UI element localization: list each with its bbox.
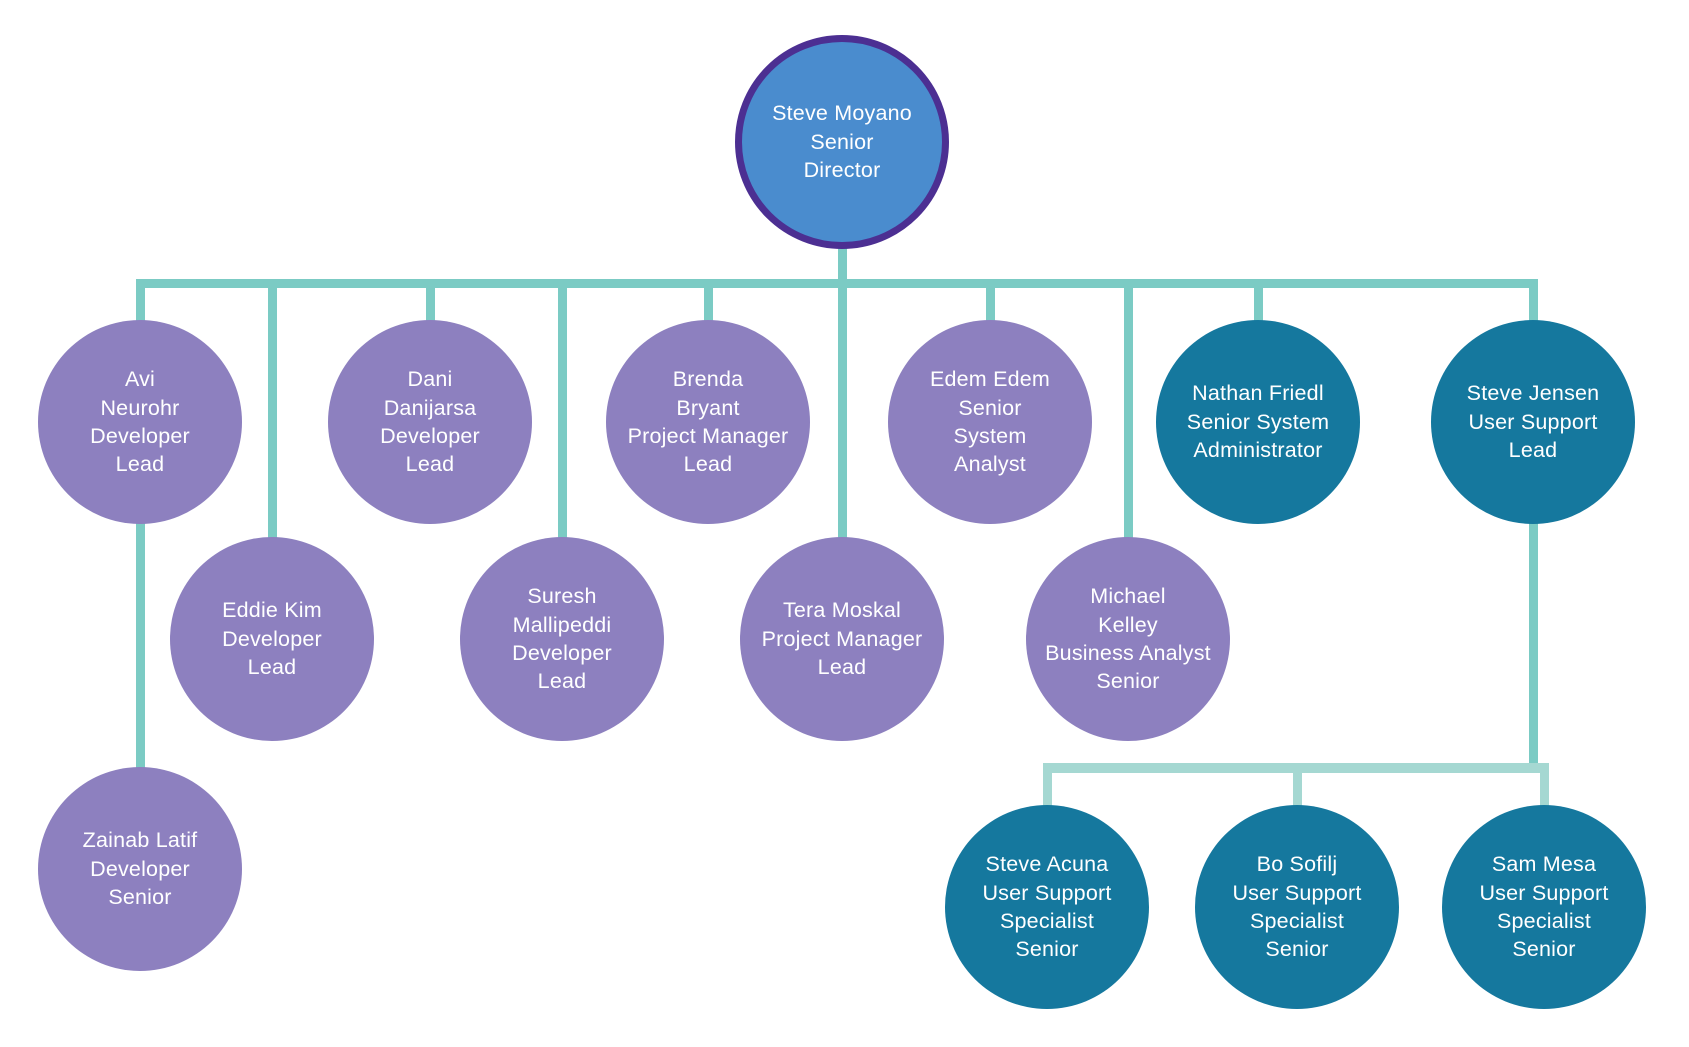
node-label-michael-kelley: Michael Kelley Business Analyst Senior <box>1045 584 1211 694</box>
org-node-sam-mesa[interactable]: Sam Mesa User Support Specialist Senior <box>1442 805 1646 1009</box>
node-label-eddie-kim: Eddie Kim Developer Lead <box>222 598 322 680</box>
connector-moyano-to-tera <box>838 230 847 550</box>
connector-drop-acuna <box>1043 763 1052 815</box>
org-node-steve-acuna[interactable]: Steve Acuna User Support Specialist Seni… <box>945 805 1149 1009</box>
connector-drop-suresh <box>558 279 567 549</box>
org-node-steve-moyano[interactable]: Steve Moyano Senior Director <box>735 35 949 249</box>
org-node-nathan-friedl[interactable]: Nathan Friedl Senior System Administrato… <box>1156 320 1360 524</box>
node-label-dani-danijarsa: Dani Danijarsa Developer Lead <box>380 367 480 477</box>
node-label-bo-sofilj: Bo Sofilj User Support Specialist Senior <box>1232 852 1362 962</box>
connector-director-bus <box>136 279 1538 288</box>
org-node-bo-sofilj[interactable]: Bo Sofilj User Support Specialist Senior <box>1195 805 1399 1009</box>
org-node-edem-edem[interactable]: Edem Edem Senior System Analyst <box>888 320 1092 524</box>
connector-drop-michael <box>1124 279 1133 549</box>
node-label-nathan-friedl: Nathan Friedl Senior System Administrato… <box>1186 381 1330 463</box>
org-node-suresh-mallipeddi[interactable]: Suresh Mallipeddi Developer Lead <box>460 537 664 741</box>
connector-drop-nathan <box>1254 279 1263 334</box>
connector-avi-to-zainab <box>136 420 145 775</box>
org-node-michael-kelley[interactable]: Michael Kelley Business Analyst Senior <box>1026 537 1230 741</box>
connector-drop-bo <box>1293 763 1302 815</box>
node-label-edem-edem: Edem Edem Senior System Analyst <box>929 367 1051 477</box>
org-node-tera-moskal[interactable]: Tera Moskal Project Manager Lead <box>740 537 944 741</box>
node-label-steve-moyano: Steve Moyano Senior Director <box>772 101 912 183</box>
node-label-steve-acuna: Steve Acuna User Support Specialist Seni… <box>982 852 1112 962</box>
connector-drop-dani <box>426 279 435 334</box>
connector-drop-avi <box>136 279 145 334</box>
node-label-tera-moskal: Tera Moskal Project Manager Lead <box>761 598 923 680</box>
org-node-zainab-latif[interactable]: Zainab Latif Developer Senior <box>38 767 242 971</box>
connector-drop-jensen <box>1529 279 1538 334</box>
node-label-avi-neurohr: Avi Neurohr Developer Lead <box>90 367 190 477</box>
connector-drop-sam <box>1540 763 1549 815</box>
node-label-suresh-mallipeddi: Suresh Mallipeddi Developer Lead <box>512 584 612 694</box>
node-label-steve-jensen: Steve Jensen User Support Lead <box>1466 381 1600 463</box>
connector-drop-edem <box>986 279 995 334</box>
node-label-zainab-latif: Zainab Latif Developer Senior <box>82 828 198 910</box>
node-label-brenda-bryant: Brenda Bryant Project Manager Lead <box>627 367 789 477</box>
node-label-sam-mesa: Sam Mesa User Support Specialist Senior <box>1479 852 1609 962</box>
connector-drop-eddie <box>268 279 277 549</box>
org-node-dani-danijarsa[interactable]: Dani Danijarsa Developer Lead <box>328 320 532 524</box>
org-node-steve-jensen[interactable]: Steve Jensen User Support Lead <box>1431 320 1635 524</box>
org-node-eddie-kim[interactable]: Eddie Kim Developer Lead <box>170 537 374 741</box>
connector-jensen-to-subbus <box>1529 420 1538 773</box>
org-node-brenda-bryant[interactable]: Brenda Bryant Project Manager Lead <box>606 320 810 524</box>
connector-drop-brenda <box>704 279 713 334</box>
org-node-avi-neurohr[interactable]: Avi Neurohr Developer Lead <box>38 320 242 524</box>
